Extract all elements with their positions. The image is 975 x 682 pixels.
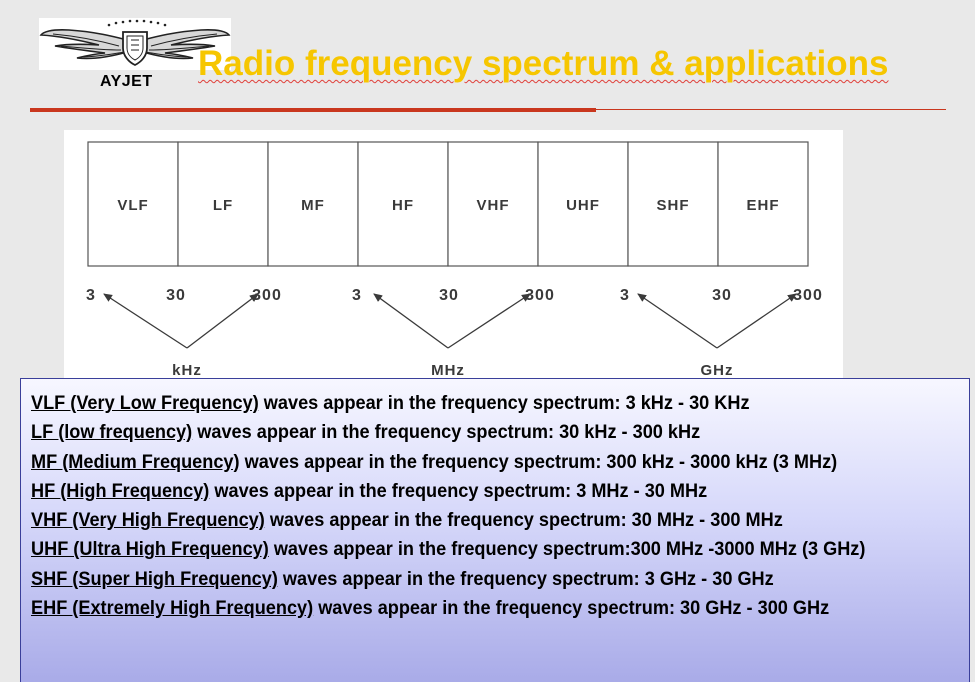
tick-label: 3 [352,287,362,304]
description-list: VLF (Very Low Frequency) waves appear in… [21,379,969,623]
tick-label: 3 [620,287,630,304]
description-line: EHF (Extremely High Frequency) waves app… [31,594,903,623]
band-cell-ehf [717,141,809,267]
band-name: VHF (Very High Frequency) [31,509,265,532]
band-name: EHF (Extremely High Frequency) [31,597,314,620]
band-cell-vhf [447,141,539,267]
band-label-hf: HF [392,197,414,214]
band-cell-lf [177,141,269,267]
tick-label: 300 [252,287,282,304]
band-name: MF (Medium Frequency) [31,450,240,473]
band-name: SHF (Super High Frequency) [31,567,278,590]
band-range-text: waves appear in the frequency spectrum:3… [268,538,866,561]
band-name: VLF (Very Low Frequency) [31,392,259,414]
range-arrow-right [716,293,797,349]
unit-label-khz: kHz [172,362,202,379]
unit-label-mhz: MHz [431,362,465,379]
band-cell-shf [627,141,719,267]
range-arrow-right [447,293,531,349]
band-range-text: waves appear in the frequency spectrum: … [277,567,774,590]
band-cell-hf [357,141,449,267]
spectrum-diagram-svg: VLF LF MF HF VHF UHF SHF EHF 3 30 300 3 30 300 3 30 300… [86,141,823,379]
band-label-lf: LF [213,197,233,214]
spectrum-diagram: VLF LF MF HF VHF UHF SHF EHF 3 30 300 3 30 300 3 30 300… [64,130,843,380]
tick-label: 3 [86,287,96,304]
title-rule-thick [30,108,596,112]
band-range-text: waves appear in the frequency spectrum: … [209,479,708,502]
tick-label: 300 [793,287,823,304]
band-range-text: waves appear in the frequency spectrum: … [313,597,830,620]
band-range-text: waves appear in the frequency spectrum: … [239,450,838,473]
description-panel: VLF (Very Low Frequency) waves appear in… [20,378,970,682]
range-arrow-left [103,293,188,349]
tick-label: 30 [166,287,186,304]
tick-label: 30 [439,287,459,304]
band-range-text: waves appear in the frequency spectrum: … [258,392,750,414]
band-label-uhf: UHF [566,197,600,214]
description-line: HF (High Frequency) waves appear in the … [31,477,903,506]
unit-label-ghz: GHz [701,362,734,379]
band-name: LF (low frequency) [31,421,193,444]
tick-label: 30 [712,287,732,304]
logo-text: AYJET [100,73,153,90]
tick-label: 300 [525,287,555,304]
wings-logo-icon [39,19,231,67]
band-cell-uhf [537,141,629,267]
description-line: LF (low frequency) waves appear in the f… [31,418,903,447]
logo [39,18,231,70]
description-line: SHF (Super High Frequency) waves appear … [31,565,903,594]
range-arrow-left [637,293,718,349]
band-label-shf: SHF [657,197,690,214]
title-rule-thin [596,109,946,110]
band-label-mf: MF [301,197,325,214]
band-label-vhf: VHF [477,197,510,214]
band-name: UHF (Ultra High Frequency) [31,538,269,561]
description-line: VHF (Very High Frequency) waves appear i… [31,506,903,535]
page-title: Radio frequency spectrum & applications [198,44,889,83]
description-line: MF (Medium Frequency) waves appear in th… [31,448,903,477]
range-arrow-left [373,293,449,349]
description-line: UHF (Ultra High Frequency) waves appear … [31,535,903,564]
band-label-vlf: VLF [117,197,148,214]
range-arrow-right [186,293,259,349]
band-range-text: waves appear in the frequency spectrum: … [192,421,701,444]
description-line: VLF (Very Low Frequency) waves appear in… [31,389,903,418]
band-name: HF (High Frequency) [31,479,210,502]
band-cell-vlf [87,141,179,267]
band-range-text: waves appear in the frequency spectrum: … [264,509,783,532]
band-label-ehf: EHF [747,197,780,214]
